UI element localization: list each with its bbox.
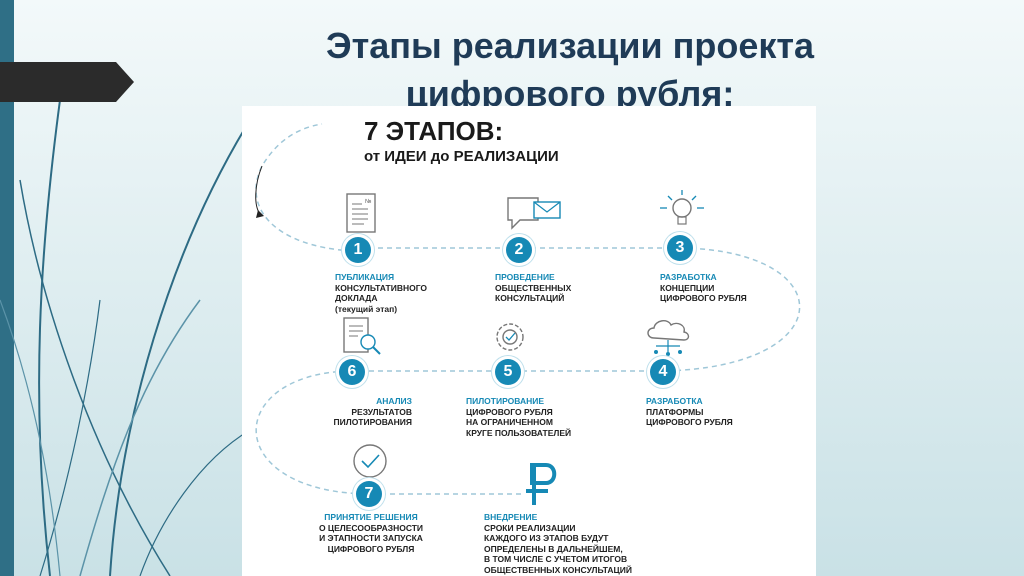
slide-title-line1: Этапы реализации проекта bbox=[325, 25, 815, 66]
step-4-title: РАЗРАБОТКА bbox=[646, 396, 703, 406]
infographic-panel: 7 ЭТАПОВ: от ИДЕИ до РЕАЛИЗАЦИИ № 1 ПУБЛ… bbox=[242, 106, 816, 576]
step-5-badge: 5 bbox=[495, 359, 521, 385]
step-2-badge: 2 bbox=[506, 237, 532, 263]
step-1-badge: 1 bbox=[345, 237, 371, 263]
step-6-text: АНАЛИЗ РЕЗУЛЬТАТОВ ПИЛОТИРОВАНИЯ bbox=[262, 396, 412, 428]
step-3-desc: КОНЦЕПЦИИ ЦИФРОВОГО РУБЛЯ bbox=[660, 282, 747, 304]
step-5-desc: ЦИФРОВОГО РУБЛЯ НА ОГРАНИЧЕННОМ КРУГЕ ПО… bbox=[466, 406, 572, 438]
step-6-badge: 6 bbox=[339, 359, 365, 385]
chat-mail-icon bbox=[507, 197, 561, 230]
decorative-curves bbox=[0, 99, 251, 576]
document-icon: № bbox=[346, 193, 376, 233]
arrow-tab-shape bbox=[0, 62, 134, 102]
step-7-badge: 7 bbox=[356, 481, 382, 507]
step-6-title: АНАЛИЗ bbox=[376, 396, 412, 406]
step-2-title: ПРОВЕДЕНИЕ bbox=[495, 272, 555, 282]
document-search-icon bbox=[343, 317, 381, 355]
flow-path bbox=[255, 123, 801, 495]
left-accent-bar bbox=[0, 0, 14, 576]
step-5-text: ПИЛОТИРОВАНИЕ ЦИФРОВОГО РУБЛЯ НА ОГРАНИЧ… bbox=[466, 396, 596, 438]
step-4-badge: 4 bbox=[650, 359, 676, 385]
step-4-text: РАЗРАБОТКА ПЛАТФОРМЫ ЦИФРОВОГО РУБЛЯ bbox=[646, 396, 776, 428]
cloud-network-icon bbox=[647, 320, 690, 356]
slide-title: Этапы реализации проекта цифрового рубля… bbox=[200, 22, 940, 118]
step-final-text: ВНЕДРЕНИЕ СРОКИ РЕАЛИЗАЦИИ КАЖДОГО ИЗ ЭТ… bbox=[484, 512, 674, 575]
ruble-icon bbox=[526, 463, 557, 505]
step-7-title: ПРИНЯТИЕ РЕШЕНИЯ bbox=[324, 512, 418, 522]
step-1-desc: КОНСУЛЬТАТИВНОГО ДОКЛАДА (текущий этап) bbox=[335, 282, 428, 314]
infographic-heading: 7 ЭТАПОВ: bbox=[364, 116, 504, 146]
step-1-text: ПУБЛИКАЦИЯ КОНСУЛЬТАТИВНОГО ДОКЛАДА (тек… bbox=[335, 272, 455, 314]
step-6-desc: РЕЗУЛЬТАТОВ ПИЛОТИРОВАНИЯ bbox=[333, 406, 412, 428]
step-final-title: ВНЕДРЕНИЕ bbox=[484, 512, 538, 522]
svg-text:№: № bbox=[365, 198, 371, 205]
step-7-desc: О ЦЕЛЕСООБРАЗНОСТИ И ЭТАПНОСТИ ЗАПУСКА Ц… bbox=[318, 522, 424, 554]
step-5-title: ПИЛОТИРОВАНИЕ bbox=[466, 396, 545, 406]
infographic-subheading: от ИДЕИ до РЕАЛИЗАЦИИ bbox=[364, 148, 559, 165]
step-2-text: ПРОВЕДЕНИЕ ОБЩЕСТВЕННЫХ КОНСУЛЬТАЦИЙ bbox=[495, 272, 615, 304]
step-final-desc: СРОКИ РЕАЛИЗАЦИИ КАЖДОГО ИЗ ЭТАПОВ БУДУТ… bbox=[484, 522, 632, 575]
step-7-text: ПРИНЯТИЕ РЕШЕНИЯ О ЦЕЛЕСООБРАЗНОСТИ И ЭТ… bbox=[306, 512, 436, 554]
step-1-title: ПУБЛИКАЦИЯ bbox=[335, 272, 395, 282]
step-3-text: РАЗРАБОТКА КОНЦЕПЦИИ ЦИФРОВОГО РУБЛЯ bbox=[660, 272, 790, 304]
checkmark-circle-icon bbox=[353, 444, 387, 478]
step-3-title: РАЗРАБОТКА bbox=[660, 272, 717, 282]
step-4-desc: ПЛАТФОРМЫ ЦИФРОВОГО РУБЛЯ bbox=[646, 406, 733, 428]
step-2-desc: ОБЩЕСТВЕННЫХ КОНСУЛЬТАЦИЙ bbox=[495, 282, 572, 304]
lightbulb-icon bbox=[660, 190, 704, 225]
step-3-badge: 3 bbox=[667, 235, 693, 261]
gear-icon bbox=[496, 323, 524, 351]
